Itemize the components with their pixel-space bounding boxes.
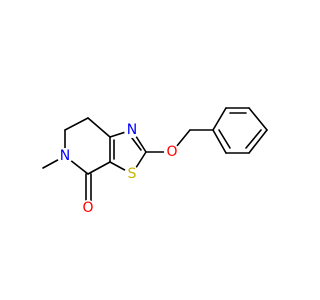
atom-o-carbonyl: O: [80, 200, 96, 216]
bond: [212, 107, 227, 131]
atom-o-ether: O: [164, 144, 180, 160]
structure-drawing: N O S N O: [42, 107, 268, 216]
bond: [87, 117, 111, 138]
atom-n-amide-label: N: [60, 148, 70, 164]
atom-labels: N O S N O: [57, 122, 180, 216]
bond: [64, 117, 89, 131]
bonds: [42, 107, 268, 203]
atom-s-thiazole: S: [124, 166, 140, 182]
atom-o-ether-label: O: [166, 144, 177, 160]
bond: [248, 107, 268, 131]
bond: [87, 161, 111, 175]
atom-n-amide: N: [57, 148, 73, 164]
bond: [212, 129, 227, 154]
atom-n-thiazole-label: N: [127, 122, 137, 138]
atom-o-carbonyl-label: O: [82, 200, 93, 216]
atom-n-thiazole: N: [124, 122, 140, 138]
bond: [248, 129, 268, 154]
bond: [245, 129, 262, 149]
atom-s-thiazole-label: S: [128, 166, 137, 182]
bond: [218, 129, 231, 149]
molecule-canvas: N O S N O: [42, 107, 268, 216]
